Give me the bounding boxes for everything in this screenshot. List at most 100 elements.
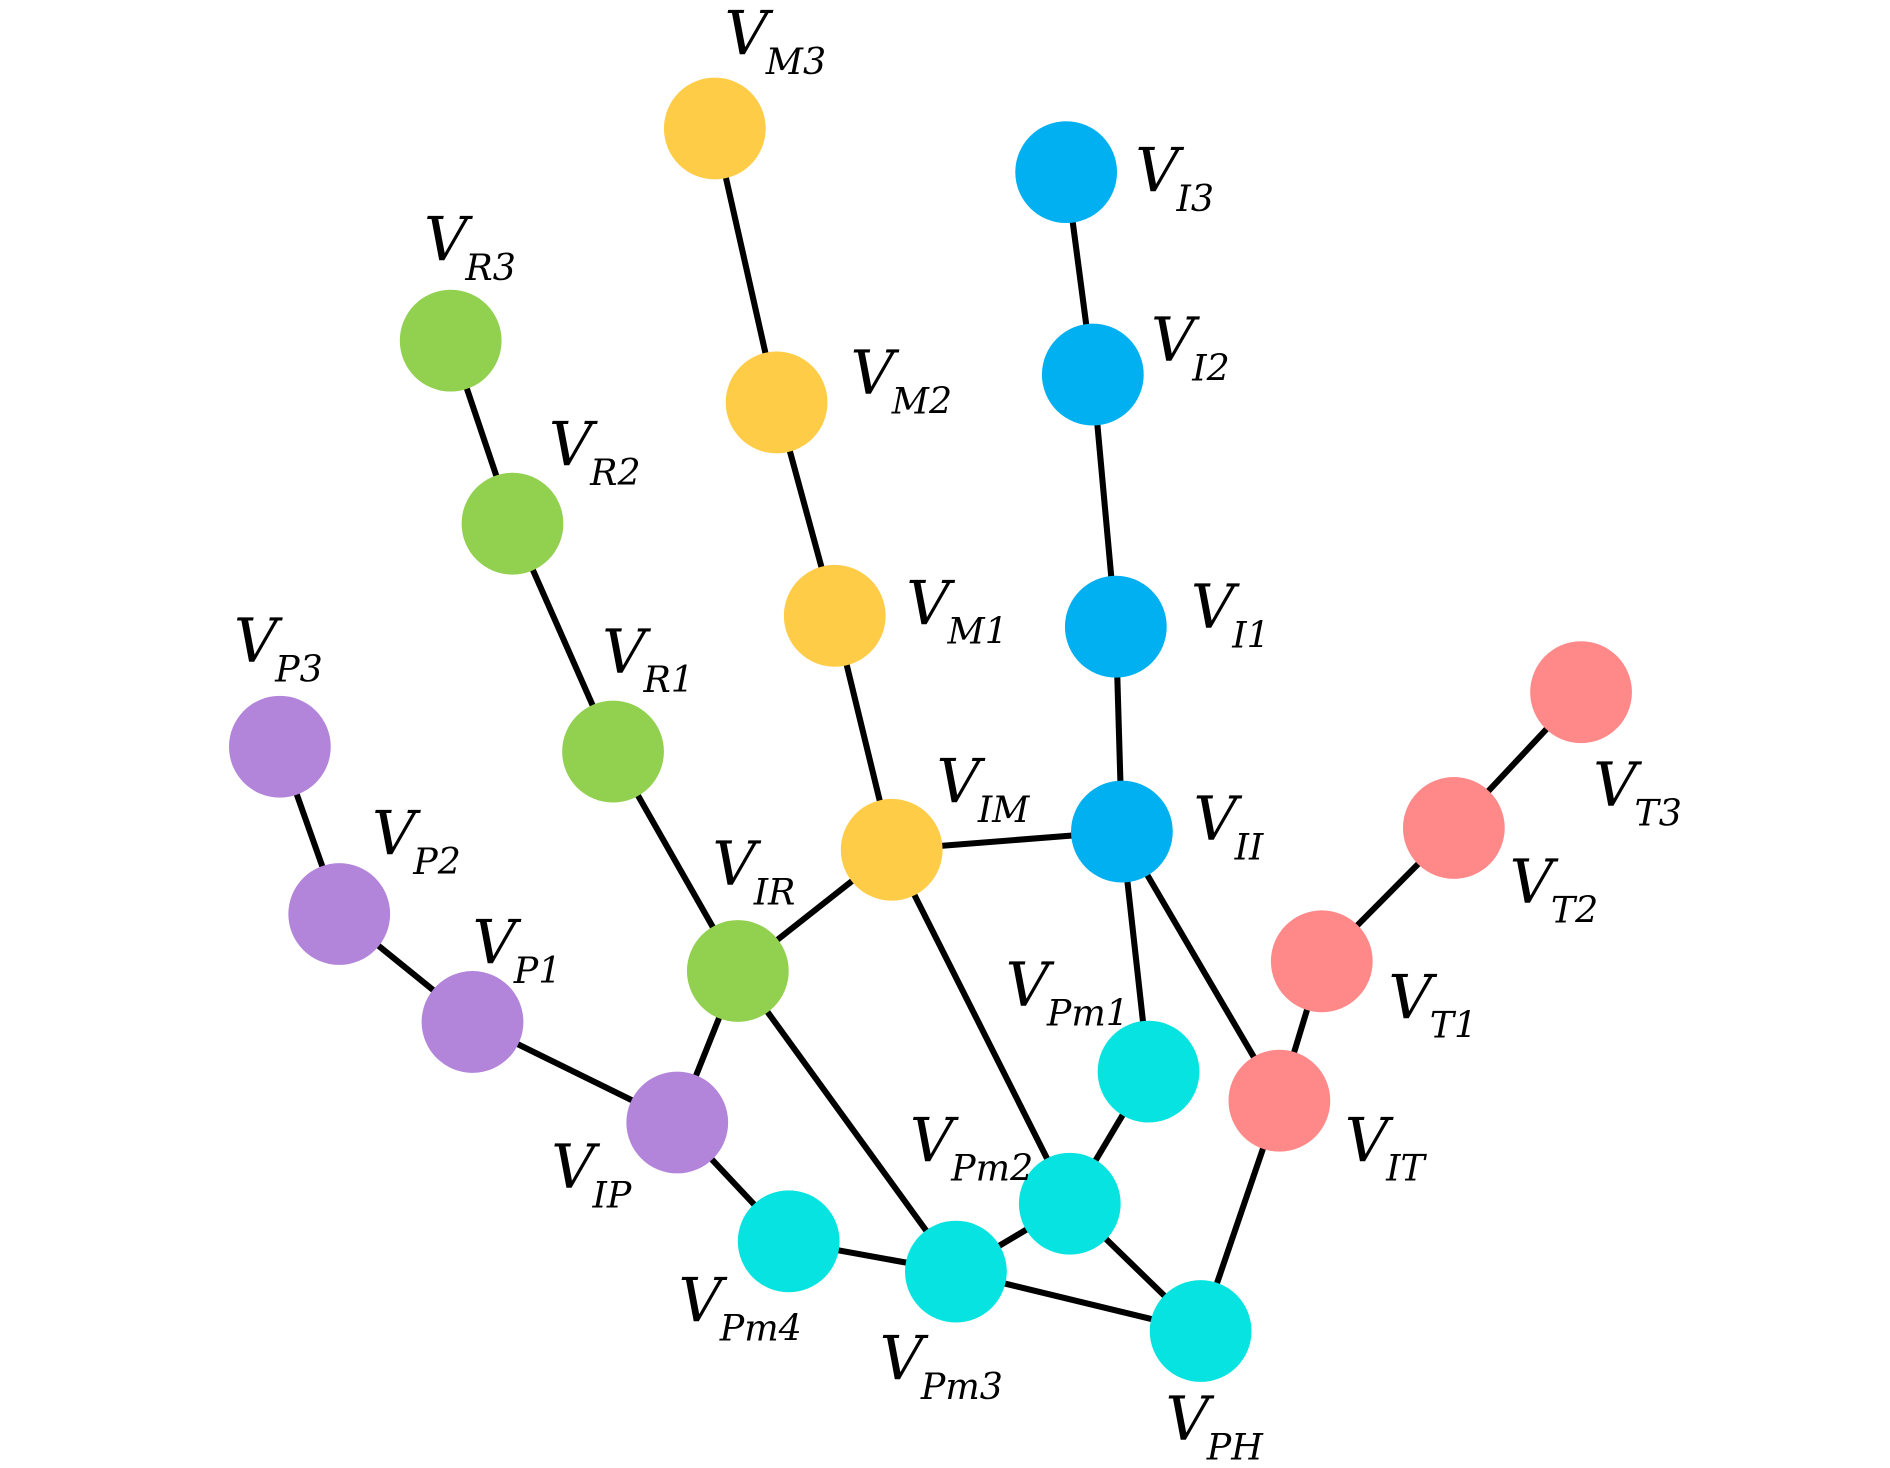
node-R1 [562,700,664,803]
node-IT [1228,1049,1331,1152]
edge-IR-Pm3 [735,969,959,1274]
node-PH [1149,1280,1252,1382]
node-label-M2: VM2 [851,339,953,422]
node-label-main: V [851,339,900,409]
node-label-II: VII [1193,785,1264,868]
node-label-subscript: P2 [412,840,461,883]
node-label-subscript: IM [977,788,1030,831]
node-label-main: V [234,607,283,677]
node-II [1071,780,1173,883]
node-label-PH: VPH [1166,1385,1265,1468]
node-label-subscript: IP [592,1173,632,1216]
node-M3 [663,77,766,180]
node-label-subscript: M2 [891,379,952,422]
node-R2 [461,472,564,575]
node-label-subscript: I2 [1191,347,1229,390]
labels-layer: VM3VM2VM1VIMVI3VI2VI1VIIVR3VR2VR1VIRVP3V… [234,0,1682,1468]
node-label-subscript: Pm2 [950,1147,1033,1190]
node-label-M1: VM1 [906,569,1008,652]
node-label-T3: VT3 [1593,751,1682,834]
node-label-Pm3: VPm3 [880,1324,1003,1407]
node-label-subscript: IR [753,870,796,913]
node-label-I1: VI1 [1191,573,1270,656]
node-Pm3 [905,1220,1007,1323]
node-label-subscript: PH [1206,1426,1264,1468]
node-label-R3: VR3 [424,206,516,289]
node-T2 [1402,777,1505,879]
node-label-I2: VI2 [1151,306,1230,389]
edge-IM-Pm2 [888,848,1073,1206]
node-Pm2 [1018,1152,1121,1255]
node-label-main: V [372,800,421,870]
node-label-T2: VT2 [1510,848,1599,931]
node-label-Pm1: VPm1 [1006,951,1129,1034]
node-label-main: V [1191,573,1240,643]
node-label-Pm4: VPm4 [678,1266,801,1349]
node-label-main: V [1388,963,1437,1033]
node-label-subscript: II [1234,825,1264,868]
node-label-subscript: P3 [274,647,323,690]
node-label-R1: VR1 [602,618,694,701]
node-label-main: V [1193,785,1242,855]
node-label-P2: VP2 [372,800,461,883]
node-label-R2: VR2 [549,410,641,493]
node-label-P1: VP1 [473,909,562,992]
node-label-subscript: P1 [513,949,562,992]
node-label-IP: VIP [551,1133,632,1216]
node-M1 [783,564,886,667]
node-label-main: V [1166,1385,1215,1455]
node-label-IR: VIR [712,830,795,913]
node-label-main: V [551,1133,600,1203]
edge-II-IT [1119,830,1282,1103]
node-label-subscript: R2 [589,451,640,494]
node-label-main: V [602,618,651,688]
nodes-layer [228,77,1632,1382]
node-Pm4 [737,1190,840,1293]
node-label-main: V [906,569,955,639]
node-IM [840,798,943,901]
node-label-subscript: T2 [1551,888,1598,931]
node-label-subscript: I3 [1176,177,1214,220]
node-label-IT: VIT [1345,1106,1428,1189]
node-label-subscript: IT [1385,1147,1427,1190]
node-label-I3: VI3 [1135,137,1214,220]
node-label-subscript: Pm3 [920,1365,1003,1408]
node-label-subscript: I1 [1231,613,1269,656]
node-label-subscript: R1 [642,658,693,701]
node-T3 [1530,641,1632,744]
node-label-main: V [712,830,761,900]
node-label-main: V [880,1324,929,1394]
node-IP [626,1071,729,1174]
node-label-main: V [473,909,522,979]
node-label-IM: VIM [937,747,1031,830]
node-label-subscript: M1 [947,610,1008,653]
node-IR [686,920,789,1022]
node-label-main: V [1135,137,1184,207]
node-label-T1: VT1 [1388,963,1477,1046]
node-P1 [421,970,524,1073]
node-label-main: V [549,410,598,480]
node-label-M3: VM3 [725,0,827,83]
node-label-main: V [725,0,774,70]
node-label-main: V [1006,951,1055,1021]
node-label-Pm2: VPm2 [910,1106,1033,1189]
node-label-main: V [424,206,473,276]
node-M2 [725,351,828,454]
node-label-main: V [910,1106,959,1176]
node-I2 [1041,323,1144,426]
node-T1 [1270,910,1373,1013]
node-label-main: V [1151,306,1200,376]
node-label-subscript: T3 [1634,792,1681,835]
node-label-main: V [937,747,986,817]
node-P3 [228,695,331,798]
node-label-subscript: Pm4 [719,1307,802,1350]
node-label-main: V [1593,751,1642,821]
node-Pm1 [1097,1020,1200,1123]
node-I3 [1015,121,1118,224]
node-R3 [399,289,502,392]
node-label-subscript: Pm1 [1046,992,1129,1035]
node-I1 [1064,575,1167,678]
node-label-subscript: M3 [765,40,826,83]
node-label-P3: VP3 [234,607,323,690]
